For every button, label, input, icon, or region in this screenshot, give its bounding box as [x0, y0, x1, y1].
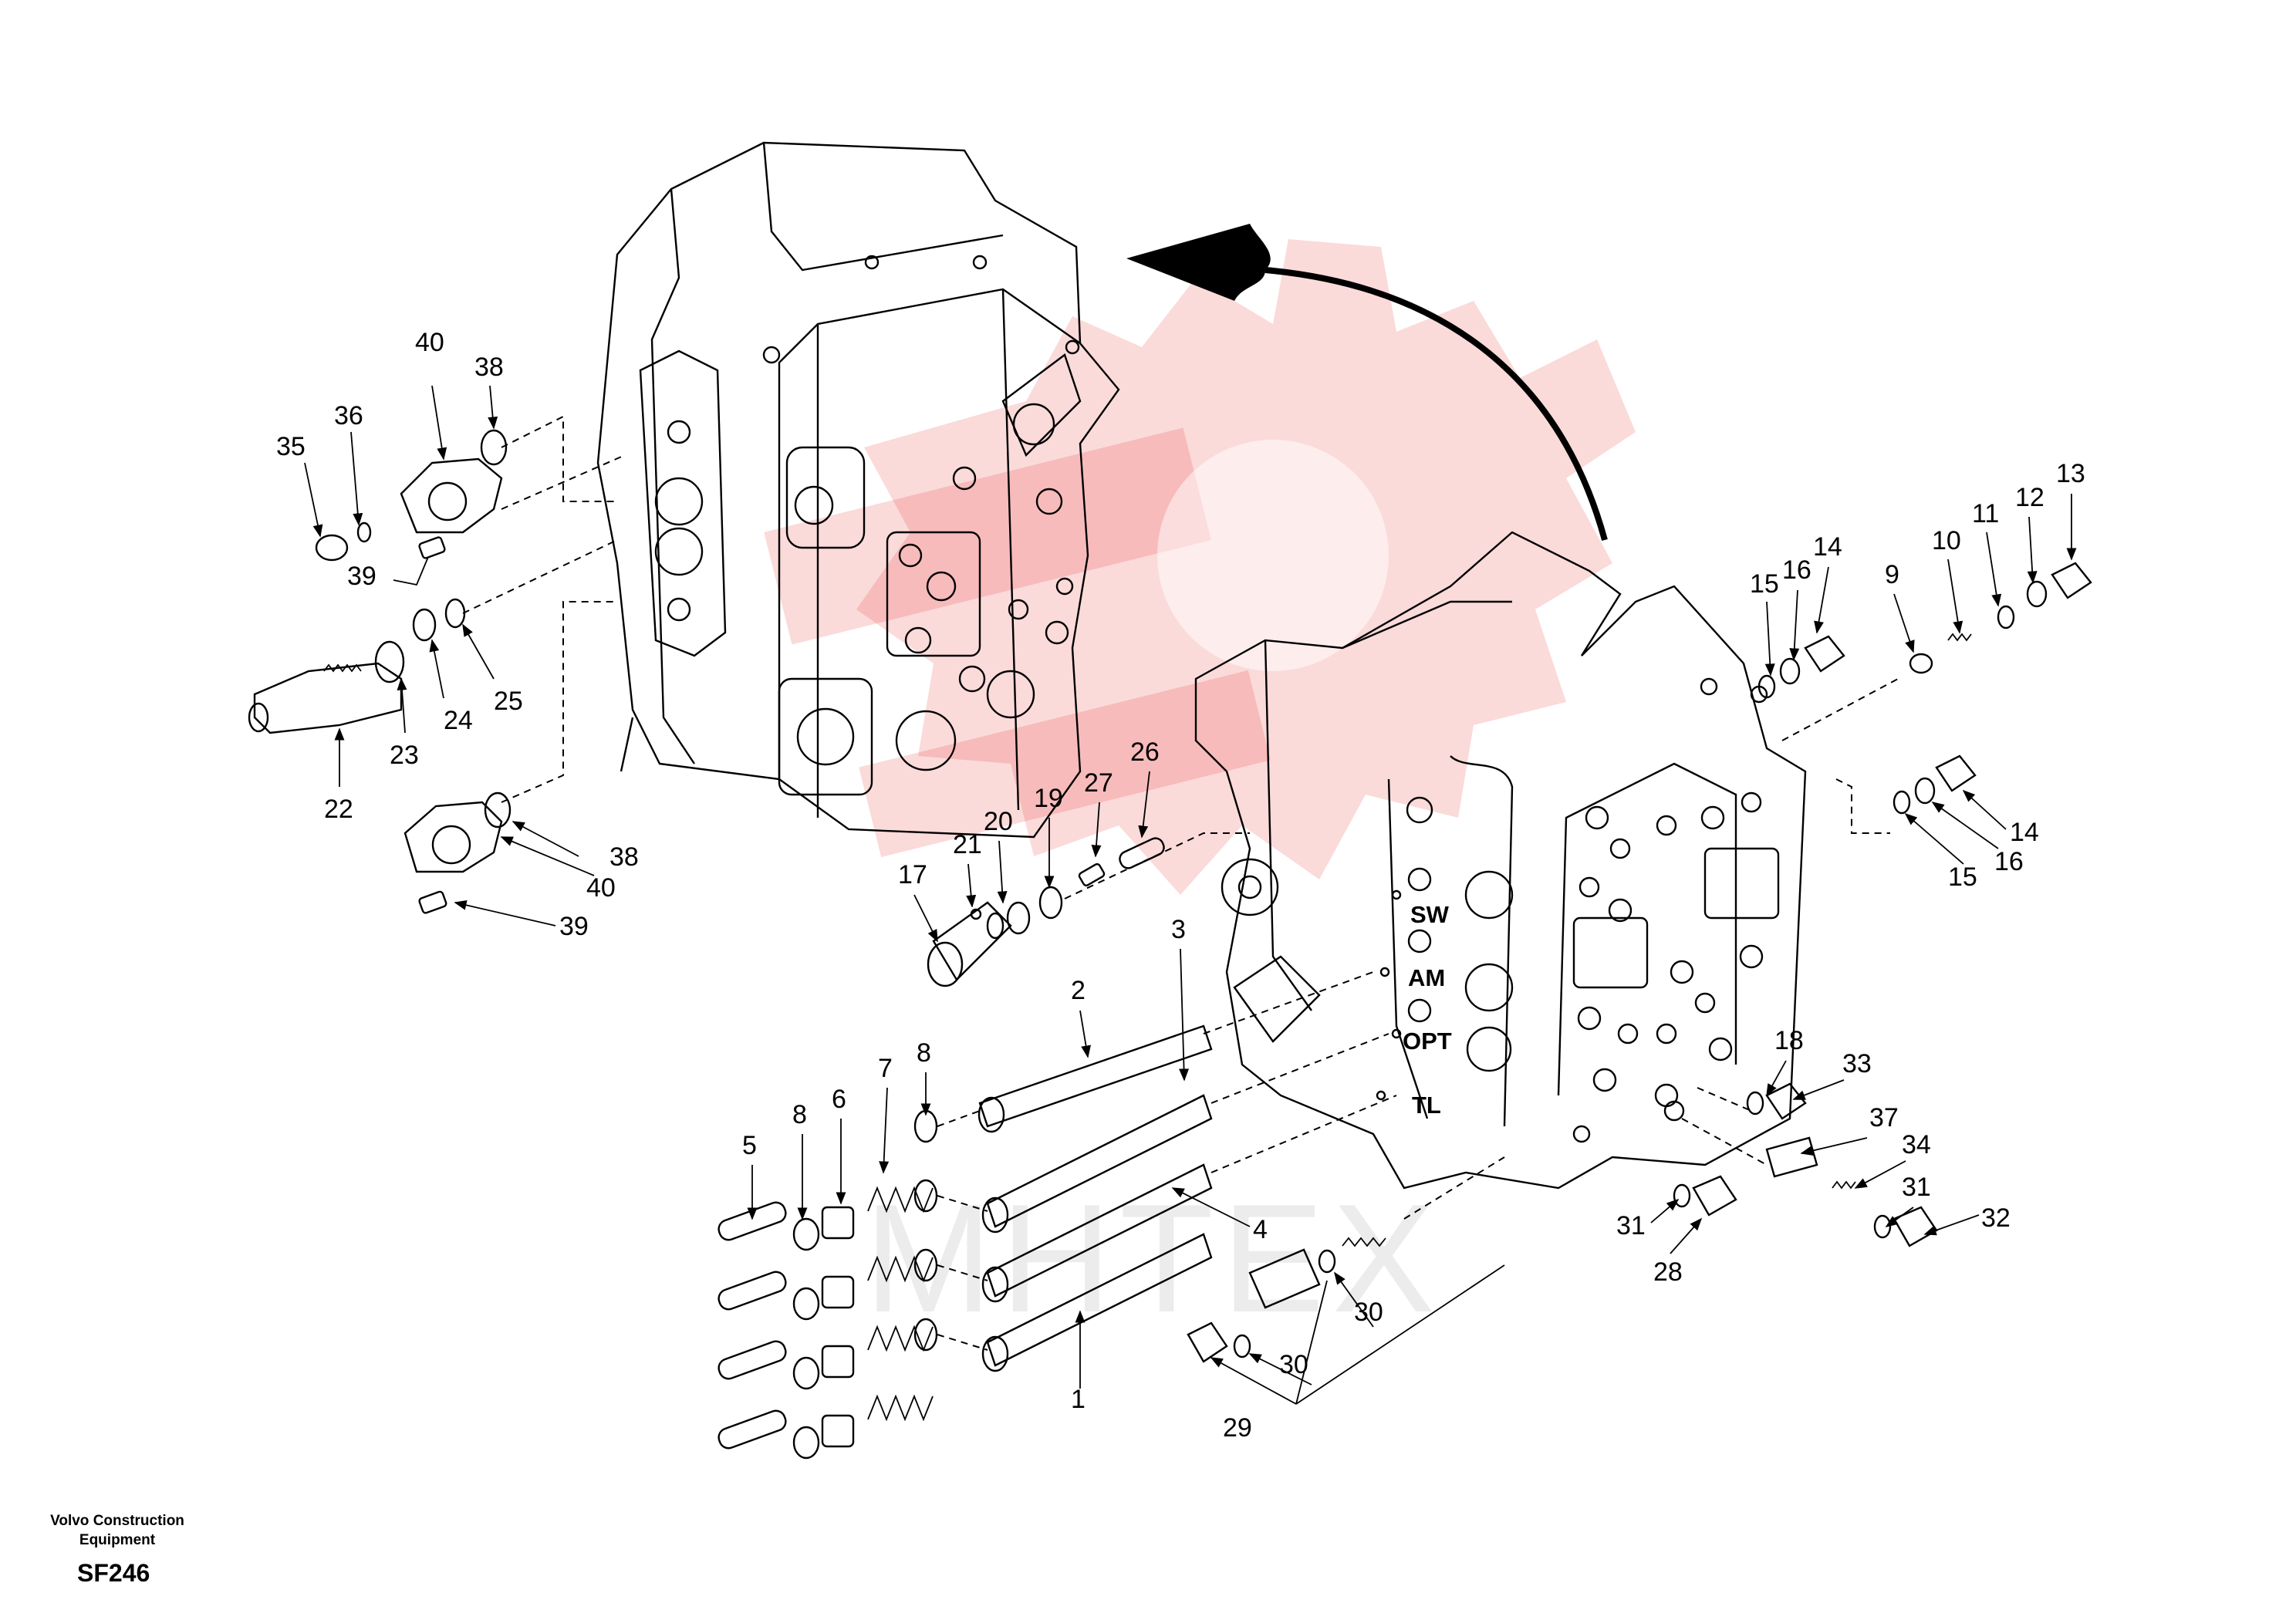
solenoid-block-lower	[403, 601, 617, 914]
valve-body-rear	[596, 141, 1120, 839]
callout-32: 32	[1981, 1203, 2011, 1233]
callout-36: 36	[334, 401, 363, 430]
callout-40a: 40	[415, 328, 444, 357]
callout-11: 11	[1972, 499, 1999, 528]
curved-arrow-icon	[1126, 224, 1608, 542]
callout-37: 37	[1869, 1103, 1899, 1132]
callout-29: 29	[1223, 1413, 1252, 1443]
callout-38b: 38	[609, 842, 639, 872]
callout-12: 12	[2015, 483, 2044, 512]
callout-20: 20	[984, 807, 1013, 836]
callout-31a: 31	[1616, 1211, 1646, 1240]
callout-8b: 8	[917, 1038, 931, 1068]
callout-25: 25	[494, 687, 523, 716]
callout-3: 3	[1171, 915, 1186, 944]
solenoid-block-upper	[315, 415, 626, 562]
relief-valve-assembly	[248, 539, 618, 734]
callout-16a: 16	[1782, 555, 1811, 585]
callout-18: 18	[1774, 1026, 1804, 1055]
callout-6: 6	[832, 1085, 846, 1114]
port-label-am: AM	[1408, 964, 1445, 991]
callout-9: 9	[1885, 560, 1899, 589]
callout-19: 19	[1034, 784, 1063, 813]
callout-14a: 14	[1813, 532, 1842, 562]
callout-26: 26	[1130, 737, 1160, 767]
footer: Volvo Construction Equipment SF246	[50, 1513, 184, 1587]
right-side-plugs	[1757, 562, 2092, 834]
callout-22: 22	[324, 795, 353, 824]
callout-15b: 15	[1948, 862, 1977, 892]
callout-31b: 31	[1902, 1173, 1931, 1202]
port-label-tl: TL	[1412, 1092, 1441, 1119]
callout-39b: 39	[559, 912, 589, 941]
callout-2: 2	[1071, 976, 1086, 1005]
callout-13: 13	[2056, 459, 2085, 488]
callout-21: 21	[953, 830, 982, 859]
callout-24: 24	[444, 706, 473, 735]
callout-27: 27	[1084, 768, 1113, 798]
spring-sleeve-rows	[718, 971, 1397, 1460]
callout-17: 17	[898, 860, 927, 889]
callout-39a: 39	[347, 562, 376, 591]
watermark-logo	[764, 239, 1636, 895]
callout-7: 7	[878, 1054, 893, 1083]
callout-33: 33	[1842, 1049, 1872, 1078]
lower-center-plugs	[1187, 1156, 1505, 1363]
callout-30a: 30	[1279, 1350, 1308, 1379]
callout-34: 34	[1902, 1130, 1931, 1159]
publisher-line-1: Volvo Construction	[50, 1513, 184, 1529]
callout-40b: 40	[586, 873, 616, 903]
callout-15a: 15	[1750, 569, 1779, 599]
callout-1: 1	[1071, 1385, 1086, 1414]
valve-body-front	[1194, 531, 1807, 1190]
callout-23: 23	[390, 741, 419, 770]
publisher-line-2: Equipment	[79, 1532, 156, 1548]
callout-28: 28	[1653, 1257, 1683, 1287]
callout-5: 5	[742, 1131, 757, 1160]
callout-10: 10	[1932, 526, 1961, 555]
callout-14b: 14	[2010, 818, 2039, 847]
callout-16b: 16	[1994, 847, 2024, 876]
spool-group	[977, 1024, 1213, 1372]
callout-30b: 30	[1354, 1298, 1383, 1327]
port-label-opt: OPT	[1403, 1028, 1452, 1055]
callout-4: 4	[1253, 1215, 1268, 1244]
callout-labels: 1 2 3 4 5 6 7 8 8 9 10 11 12 13 14 14 15…	[276, 328, 2085, 1443]
leader-lines	[304, 385, 2077, 1405]
port-label-sw: SW	[1410, 901, 1450, 928]
watermark-text: MHTEX	[864, 1173, 1443, 1345]
plug-assembly-17	[927, 832, 1250, 987]
callout-8a: 8	[792, 1100, 807, 1129]
callout-35: 35	[276, 432, 306, 461]
diagram-code: SF246	[77, 1559, 150, 1587]
callout-38a: 38	[474, 353, 504, 382]
